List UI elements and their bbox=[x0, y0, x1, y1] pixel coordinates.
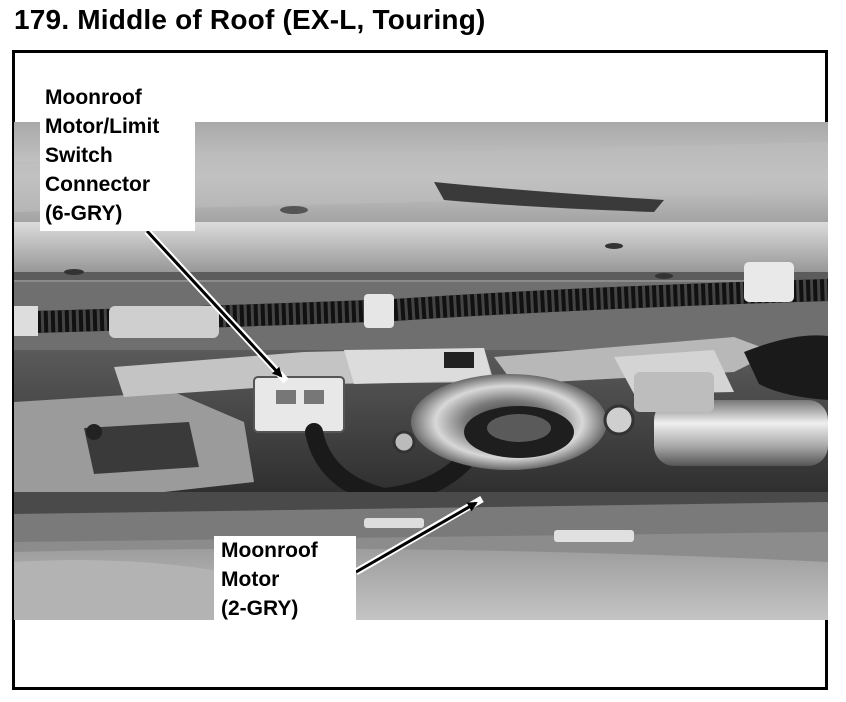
page-title: 179. Middle of Roof (EX-L, Touring) bbox=[14, 4, 486, 35]
callout-line: (6-GRY) bbox=[45, 202, 123, 225]
callout-line: (2-GRY) bbox=[221, 597, 299, 620]
motor-arrow bbox=[354, 495, 484, 576]
callout-line: Motor/Limit bbox=[45, 115, 160, 138]
callout-line: Motor bbox=[221, 568, 280, 591]
connector-arrow bbox=[144, 228, 289, 384]
callout-line: Moonroof bbox=[221, 539, 318, 562]
callout-line: Switch bbox=[45, 144, 113, 167]
callout-connector-label: Moonroof Motor/Limit Switch Connector (6… bbox=[40, 83, 195, 231]
callout-line: Connector bbox=[45, 173, 150, 196]
callout-line: Moonroof bbox=[45, 86, 142, 109]
callout-motor-label: Moonroof Motor (2-GRY) bbox=[214, 536, 356, 624]
